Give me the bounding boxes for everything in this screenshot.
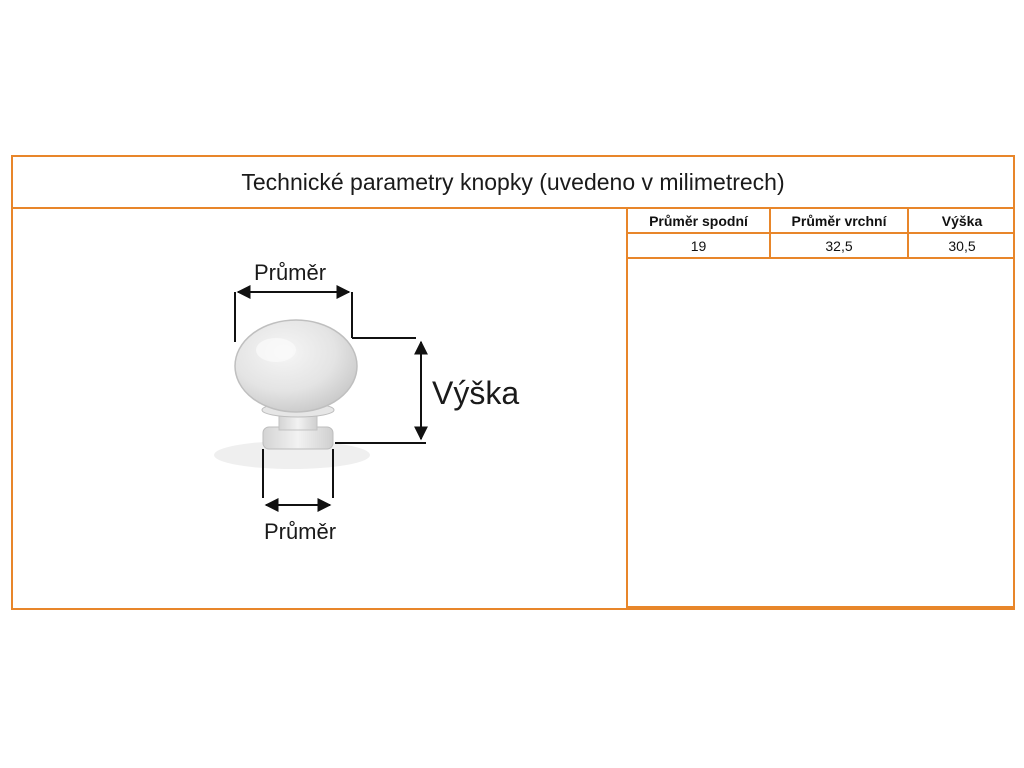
- knob-illustration: [234, 319, 358, 450]
- bottom-diameter-dimension: [262, 449, 334, 512]
- top-diameter-dimension: [234, 285, 353, 342]
- header-top-diameter: Průměr vrchní: [769, 209, 909, 234]
- top-diameter-label: Průměr: [254, 260, 326, 285]
- table-header-row: Průměr spodní Průměr vrchní Výška: [628, 209, 1015, 234]
- height-dimension: [335, 337, 428, 444]
- parameters-panel: Průměr spodní Průměr vrchní Výška 19 32,…: [626, 209, 1015, 608]
- value-bottom-diameter: 19: [628, 232, 771, 259]
- title-row: Technické parametry knopky (uvedeno v mi…: [13, 157, 1013, 209]
- height-label: Výška: [432, 375, 519, 411]
- page-title: Technické parametry knopky (uvedeno v mi…: [241, 168, 785, 195]
- header-height: Výška: [907, 209, 1015, 234]
- value-height: 30,5: [907, 232, 1015, 259]
- table-row: 19 32,5 30,5: [628, 232, 1015, 259]
- value-top-diameter: 32,5: [769, 232, 909, 259]
- bottom-diameter-label: Průměr: [264, 519, 336, 544]
- parameters-frame: Technické parametry knopky (uvedeno v mi…: [11, 155, 1015, 610]
- header-bottom-diameter: Průměr spodní: [628, 209, 771, 234]
- parameters-table: Průměr spodní Průměr vrchní Výška 19 32,…: [628, 209, 1015, 259]
